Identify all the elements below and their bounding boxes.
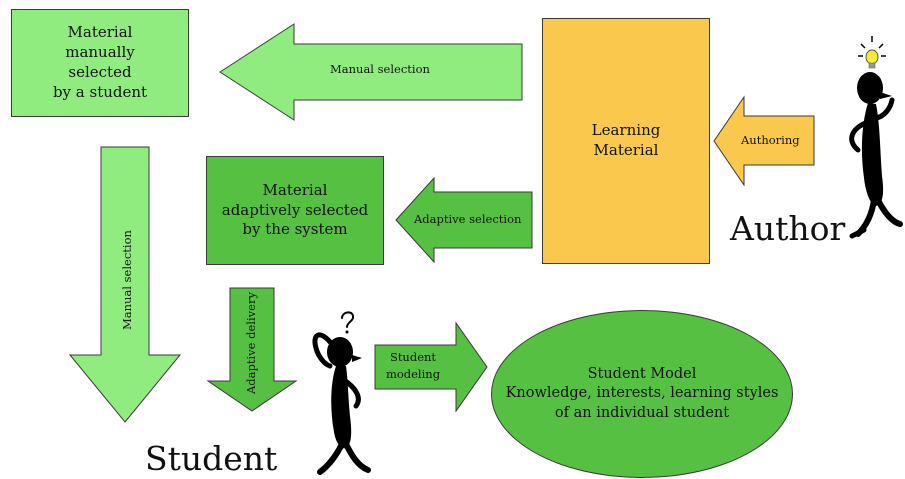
student-modeling-line: Student xyxy=(389,350,437,364)
adaptive-delivery-label: Adaptive delivery xyxy=(244,292,258,394)
student-model-ellipse: Student Model Knowledge, interests, lear… xyxy=(491,310,793,478)
learning-material-line: Learning xyxy=(591,121,661,140)
manual-selection-down-label: Manual selection xyxy=(120,230,134,330)
adaptive-material-line: Material xyxy=(262,180,328,199)
learning-material-box: Learning Material xyxy=(542,18,710,264)
adaptive-material-box: Material adaptively selected by the syst… xyxy=(206,156,384,265)
student-model-line: of an individual student xyxy=(554,404,730,421)
student-model-line: Knowledge, interests, learning styles xyxy=(505,385,779,402)
manual-selection-label: Manual selection xyxy=(330,62,430,76)
manual-material-line: selected xyxy=(68,63,132,81)
manual-material-box: Material manually selected by a student xyxy=(11,9,189,117)
manual-selection-down-arrow xyxy=(68,146,182,423)
student-modeling-label: Student modeling xyxy=(381,349,445,382)
student-modeling-arrow xyxy=(374,321,488,413)
student-model-title: Student Model xyxy=(587,366,697,383)
adaptive-delivery-arrow xyxy=(206,287,298,412)
manual-material-line: Material xyxy=(67,23,133,42)
adaptive-material-line: by the system xyxy=(242,220,348,239)
student-modeling-line: modeling xyxy=(385,366,441,381)
adaptive-material-line: adaptively selected xyxy=(221,200,369,219)
author-figure-icon xyxy=(849,36,903,239)
student-label: Student xyxy=(145,439,278,478)
adaptive-selection-arrow xyxy=(395,176,533,264)
student-figure-icon xyxy=(312,311,371,475)
manual-selection-arrow xyxy=(219,23,523,121)
author-label: Author xyxy=(730,209,846,248)
manual-material-line: manually xyxy=(65,43,135,62)
learning-material-line: Material xyxy=(593,141,659,159)
authoring-label: Authoring xyxy=(741,133,800,147)
manual-material-line: by a student xyxy=(52,82,148,101)
authoring-arrow xyxy=(713,95,815,187)
adaptive-selection-label: Adaptive selection xyxy=(414,212,522,226)
